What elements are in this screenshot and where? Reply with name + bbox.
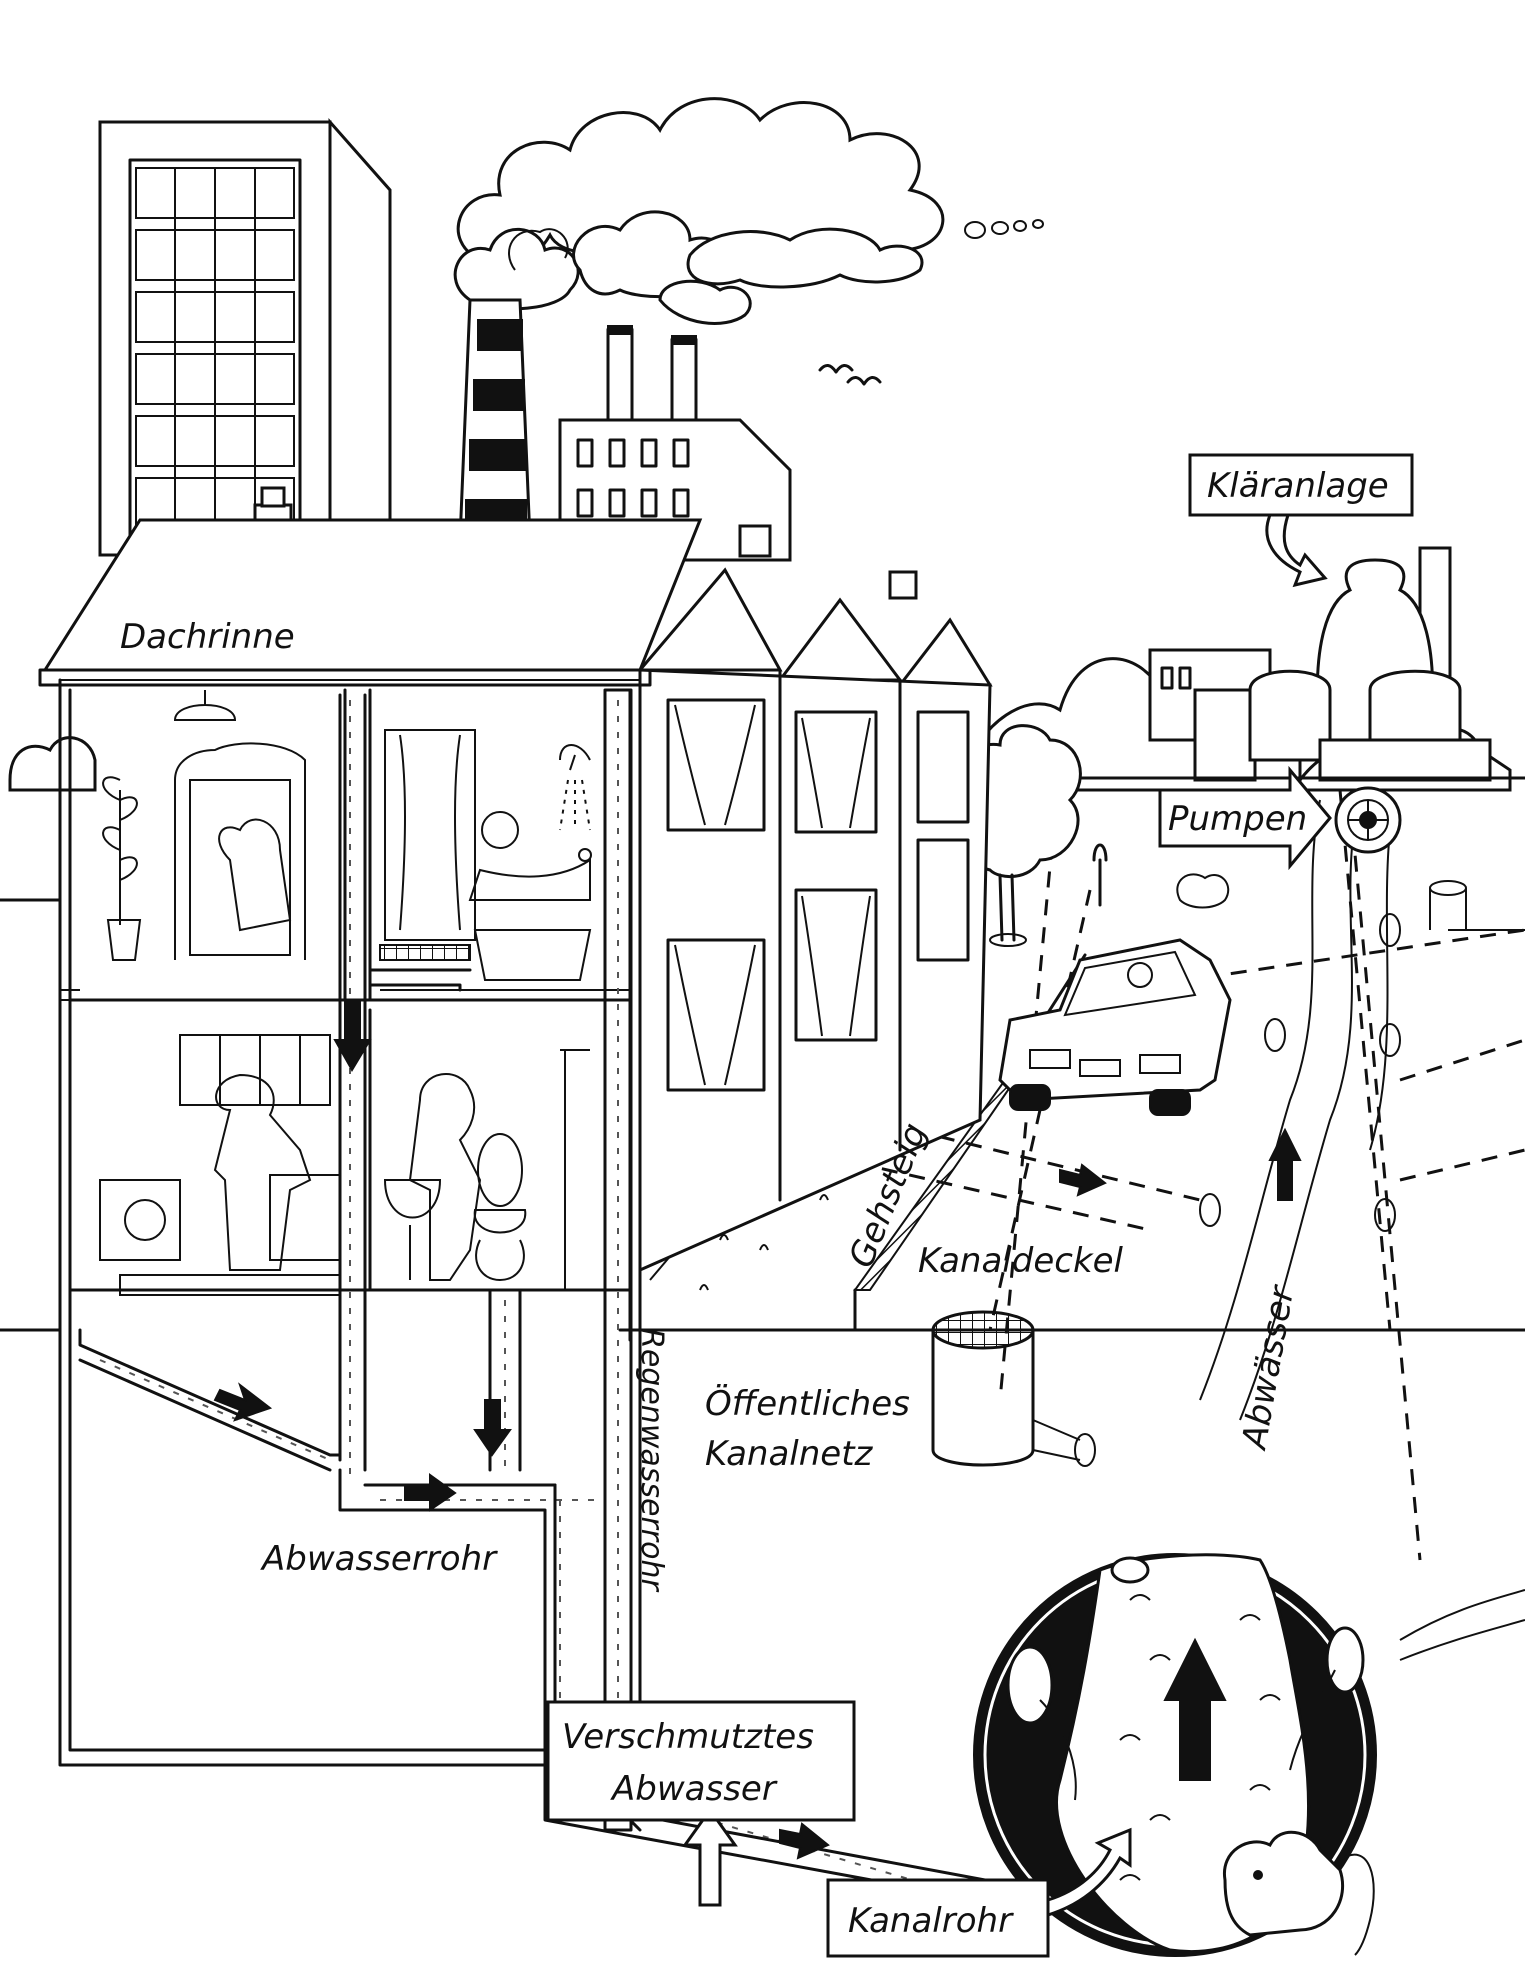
- callout-verschmutztes: [546, 1700, 856, 1907]
- arrow-down-icon: [473, 1399, 512, 1457]
- label-verschmutztes-abwasser-line2: Abwasser: [610, 1769, 778, 1809]
- street-sewer: [1199, 799, 1401, 1421]
- label-pumpen: Pumpen: [1168, 799, 1307, 839]
- label-oeffentliches-kanalnetz-line1: Öffentliches: [705, 1383, 910, 1424]
- label-verschmutztes-abwasser-line1: Verschmutztes: [562, 1717, 814, 1757]
- arrow-up-icon: [1163, 1637, 1227, 1781]
- label-kanalrohr: Kanalrohr: [848, 1901, 1014, 1941]
- flow-arrows: [213, 999, 1302, 1860]
- rat-icon: [1223, 1830, 1345, 1937]
- magnified-sewer-pipe: [973, 1553, 1525, 1957]
- label-regenwasserrohr: Regenwasserrohr: [634, 1328, 669, 1592]
- living-room: [60, 690, 306, 1001]
- arrow-right-icon: [1059, 1163, 1107, 1197]
- callout-klaeranlage: [1188, 453, 1414, 588]
- manhole: [931, 1310, 1096, 1467]
- label-abwasserrohr: Abwasserrohr: [260, 1539, 498, 1579]
- label-oeffentliches-kanalnetz-line2: Kanalnetz: [705, 1434, 874, 1474]
- main-house: [38, 486, 703, 1832]
- bird-icon: [818, 364, 882, 386]
- toilet-room: [383, 1049, 590, 1290]
- pump-wheel-icon: [1334, 786, 1402, 854]
- callout-kanalrohr: [826, 1827, 1132, 1958]
- label-dachrinne: Dachrinne: [120, 617, 295, 657]
- bathroom: [379, 729, 630, 991]
- street-lamp: [1092, 843, 1108, 907]
- arrow-right-icon: [213, 1382, 273, 1422]
- label-abwaesser: Abwässer: [1234, 1281, 1303, 1453]
- office-building: [98, 118, 392, 557]
- treatment-plant: [1148, 546, 1492, 782]
- arrow-up-icon: [1268, 1127, 1302, 1201]
- callout-pumpen: [1158, 765, 1332, 871]
- house-windows: [666, 698, 970, 1092]
- label-kanaldeckel: Kanaldeckel: [918, 1241, 1124, 1281]
- arrow-down-icon: [333, 999, 372, 1072]
- smoke-clouds: [453, 97, 1044, 325]
- arrow-right-icon: [404, 1473, 457, 1512]
- label-klaeranlage: Kläranlage: [1207, 466, 1389, 506]
- row-houses: [636, 524, 993, 1273]
- street-ground: [0, 759, 1525, 1561]
- car: [998, 873, 1232, 1116]
- kitchen: [99, 1034, 341, 1296]
- arrow-right-icon: [779, 1822, 830, 1860]
